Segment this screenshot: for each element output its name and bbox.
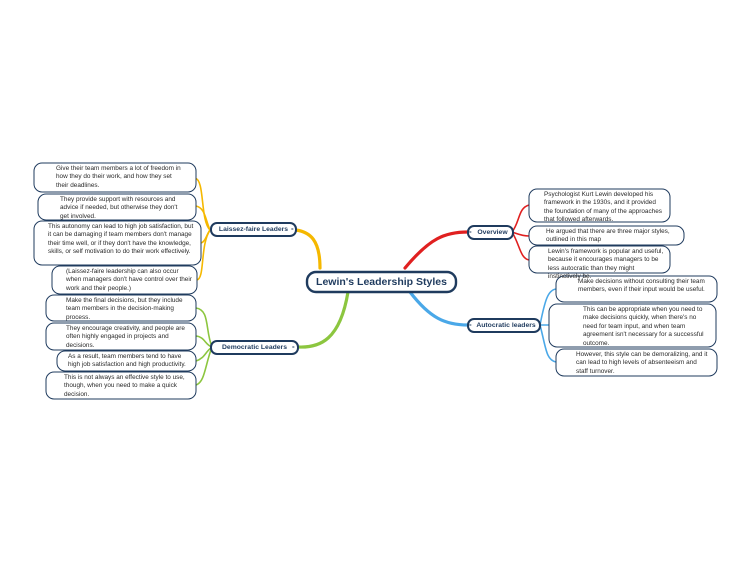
laissez-faire-collapse-icon[interactable]: -: [291, 224, 294, 233]
connector-overview-note-3: [511, 231, 530, 261]
connector-laissez-faire: [294, 228, 322, 270]
autocratic-note-box-3: [555, 348, 718, 377]
connector-democratic: [296, 290, 350, 349]
laissez-note-2: They provide support with resources and …: [60, 196, 178, 220]
democratic-note-box-2: [45, 322, 197, 351]
overview-note-3: Lewin's framework is popular and useful,…: [548, 248, 664, 281]
autocratic-topic[interactable]: Autocratic leaders: [476, 321, 536, 329]
laissez-note-1: Give their team members a lot of freedom…: [56, 165, 181, 189]
laissez-note-box-3: [33, 220, 202, 266]
democratic-note-4: This is not always an effective style to…: [64, 374, 185, 398]
overview-collapse-icon[interactable]: -: [469, 227, 472, 236]
central-topic[interactable]: Lewin's Leadership Styles: [316, 276, 447, 288]
laissez-note-box-4: [51, 265, 198, 295]
democratic-note-1: Make the final decisions, but they inclu…: [66, 297, 183, 321]
central-topic-box: [305, 270, 458, 294]
connector-laissez-note-1: [194, 177, 211, 231]
connector-autocratic-note-1: [539, 288, 557, 326]
autocratic-note-box-2: [548, 303, 717, 348]
democratic-note-2: They encourage creativity, and people ar…: [66, 325, 185, 349]
democratic-topic-box: [210, 340, 299, 355]
connector-democratic-note-1: [195, 307, 213, 348]
connector-overview-note-1: [511, 204, 530, 233]
overview-note-2: He argued that there are three major sty…: [546, 228, 670, 244]
overview-note-box-1: [528, 188, 671, 223]
laissez-faire-topic[interactable]: Laissez-faire Leaders: [218, 225, 289, 233]
autocratic-note-box-1: [555, 275, 718, 303]
laissez-note-3: This autonomy can lead to high job satis…: [48, 223, 194, 256]
laissez-note-box-1: [33, 162, 197, 193]
autocratic-note-1: Make decisions without consulting their …: [578, 278, 705, 294]
laissez-note-4: (Laissez-faire leadership can also occur…: [66, 268, 192, 292]
connector-overview: [403, 230, 470, 270]
connector-laissez-note-4: [196, 229, 211, 281]
overview-topic[interactable]: Overview: [477, 228, 508, 236]
autocratic-note-3: However, this style can be demoralizing,…: [576, 351, 708, 375]
connector-autocratic-note-3: [539, 324, 557, 363]
connector-democratic-note-4: [195, 346, 213, 386]
autocratic-collapse-icon[interactable]: -: [469, 320, 472, 329]
overview-note-box-3: [528, 245, 671, 274]
connector-laissez-note-2: [195, 205, 211, 231]
laissez-note-box-2: [37, 193, 197, 221]
connector-autocratic: [408, 290, 470, 327]
autocratic-note-2: This can be appropriate when you need to…: [583, 306, 704, 347]
laissez-faire-topic-box: [210, 222, 297, 237]
overview-note-1: Psychologist Kurt Lewin developed his fr…: [544, 191, 662, 224]
overview-note-box-2: [528, 225, 685, 246]
overview-topic-box: [467, 225, 514, 240]
autocratic-topic-box: [467, 318, 541, 333]
democratic-topic[interactable]: Democratic Leaders: [222, 343, 287, 351]
democratic-note-box-1: [45, 294, 197, 322]
democratic-collapse-icon[interactable]: -: [292, 342, 295, 351]
main-connectors: [294, 228, 470, 349]
democratic-note-3: As a result, team members tend to have h…: [68, 353, 186, 369]
democratic-note-box-3: [56, 350, 197, 372]
democratic-note-box-4: [45, 371, 197, 400]
